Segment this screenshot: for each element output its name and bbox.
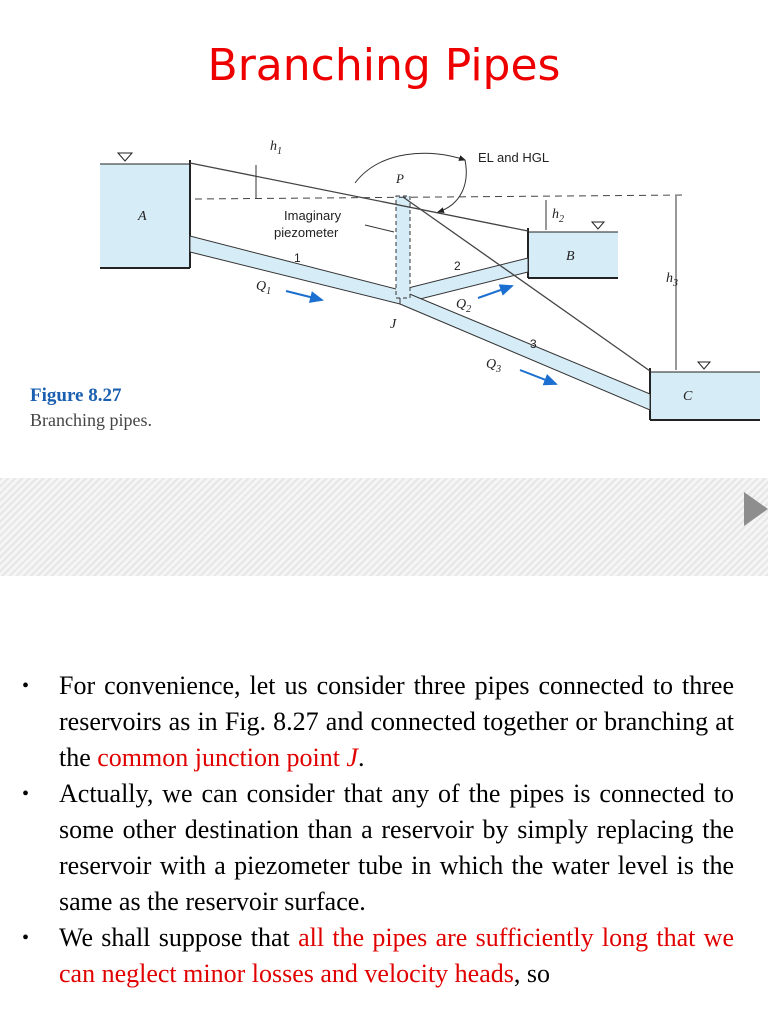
list-item: • For convenience, let us consider three… <box>22 668 734 776</box>
svg-text:A: A <box>137 209 147 224</box>
pipe-3 <box>399 289 651 411</box>
band-arrow-icon <box>744 492 768 526</box>
flow-arrow-q1 <box>285 290 324 303</box>
list-item: • We shall suppose that all the pipes ar… <box>22 920 734 992</box>
svg-text:Q1: Q1 <box>256 279 271 297</box>
flow-arrow-q3 <box>519 369 558 386</box>
water-level-icon <box>590 221 606 230</box>
water-level-icon <box>696 361 712 370</box>
reservoir-a <box>100 152 191 269</box>
svg-text:3: 3 <box>530 337 537 351</box>
svg-text:Q2: Q2 <box>456 297 471 315</box>
reservoir-c <box>649 361 760 421</box>
reservoir-b <box>527 221 618 279</box>
figure-caption-label: Figure 8.27 <box>30 385 122 406</box>
svg-text:piezometer: piezometer <box>274 225 339 240</box>
bullet-icon: • <box>22 675 30 697</box>
svg-text:2: 2 <box>454 259 461 273</box>
imaginary-piezometer <box>395 195 411 299</box>
energy-lines <box>189 152 687 372</box>
svg-text:h1: h1 <box>270 139 282 157</box>
svg-text:Q3: Q3 <box>486 357 501 375</box>
svg-text:C: C <box>683 389 693 404</box>
svg-text:EL and HGL: EL and HGL <box>478 150 549 165</box>
svg-text:B: B <box>566 249 575 264</box>
list-item: • Actually, we can consider that any of … <box>22 776 734 920</box>
svg-text:h2: h2 <box>552 207 564 225</box>
figure-labels: h1 EL and HGL P A Imaginary piezometer 1… <box>137 139 693 404</box>
bullet-list: • For convenience, let us consider three… <box>22 668 734 992</box>
svg-text:h3: h3 <box>666 271 678 289</box>
decorative-band <box>0 478 768 576</box>
figure-caption-text: Branching pipes. <box>30 410 152 430</box>
flow-arrow-q2 <box>477 284 514 299</box>
branching-pipes-figure: h1 EL and HGL P A Imaginary piezometer 1… <box>100 139 760 421</box>
slide-title: Branching Pipes <box>207 40 561 91</box>
pipes <box>189 195 651 411</box>
svg-text:1: 1 <box>294 251 301 265</box>
dimension-markers <box>255 165 677 370</box>
svg-text:P: P <box>395 171 404 186</box>
bullet-icon: • <box>22 783 30 805</box>
svg-text:Imaginary: Imaginary <box>284 208 342 223</box>
flow-arrows <box>285 284 558 386</box>
bullet-icon: • <box>22 927 30 949</box>
svg-text:J: J <box>390 317 397 332</box>
water-level-icon <box>116 152 134 162</box>
